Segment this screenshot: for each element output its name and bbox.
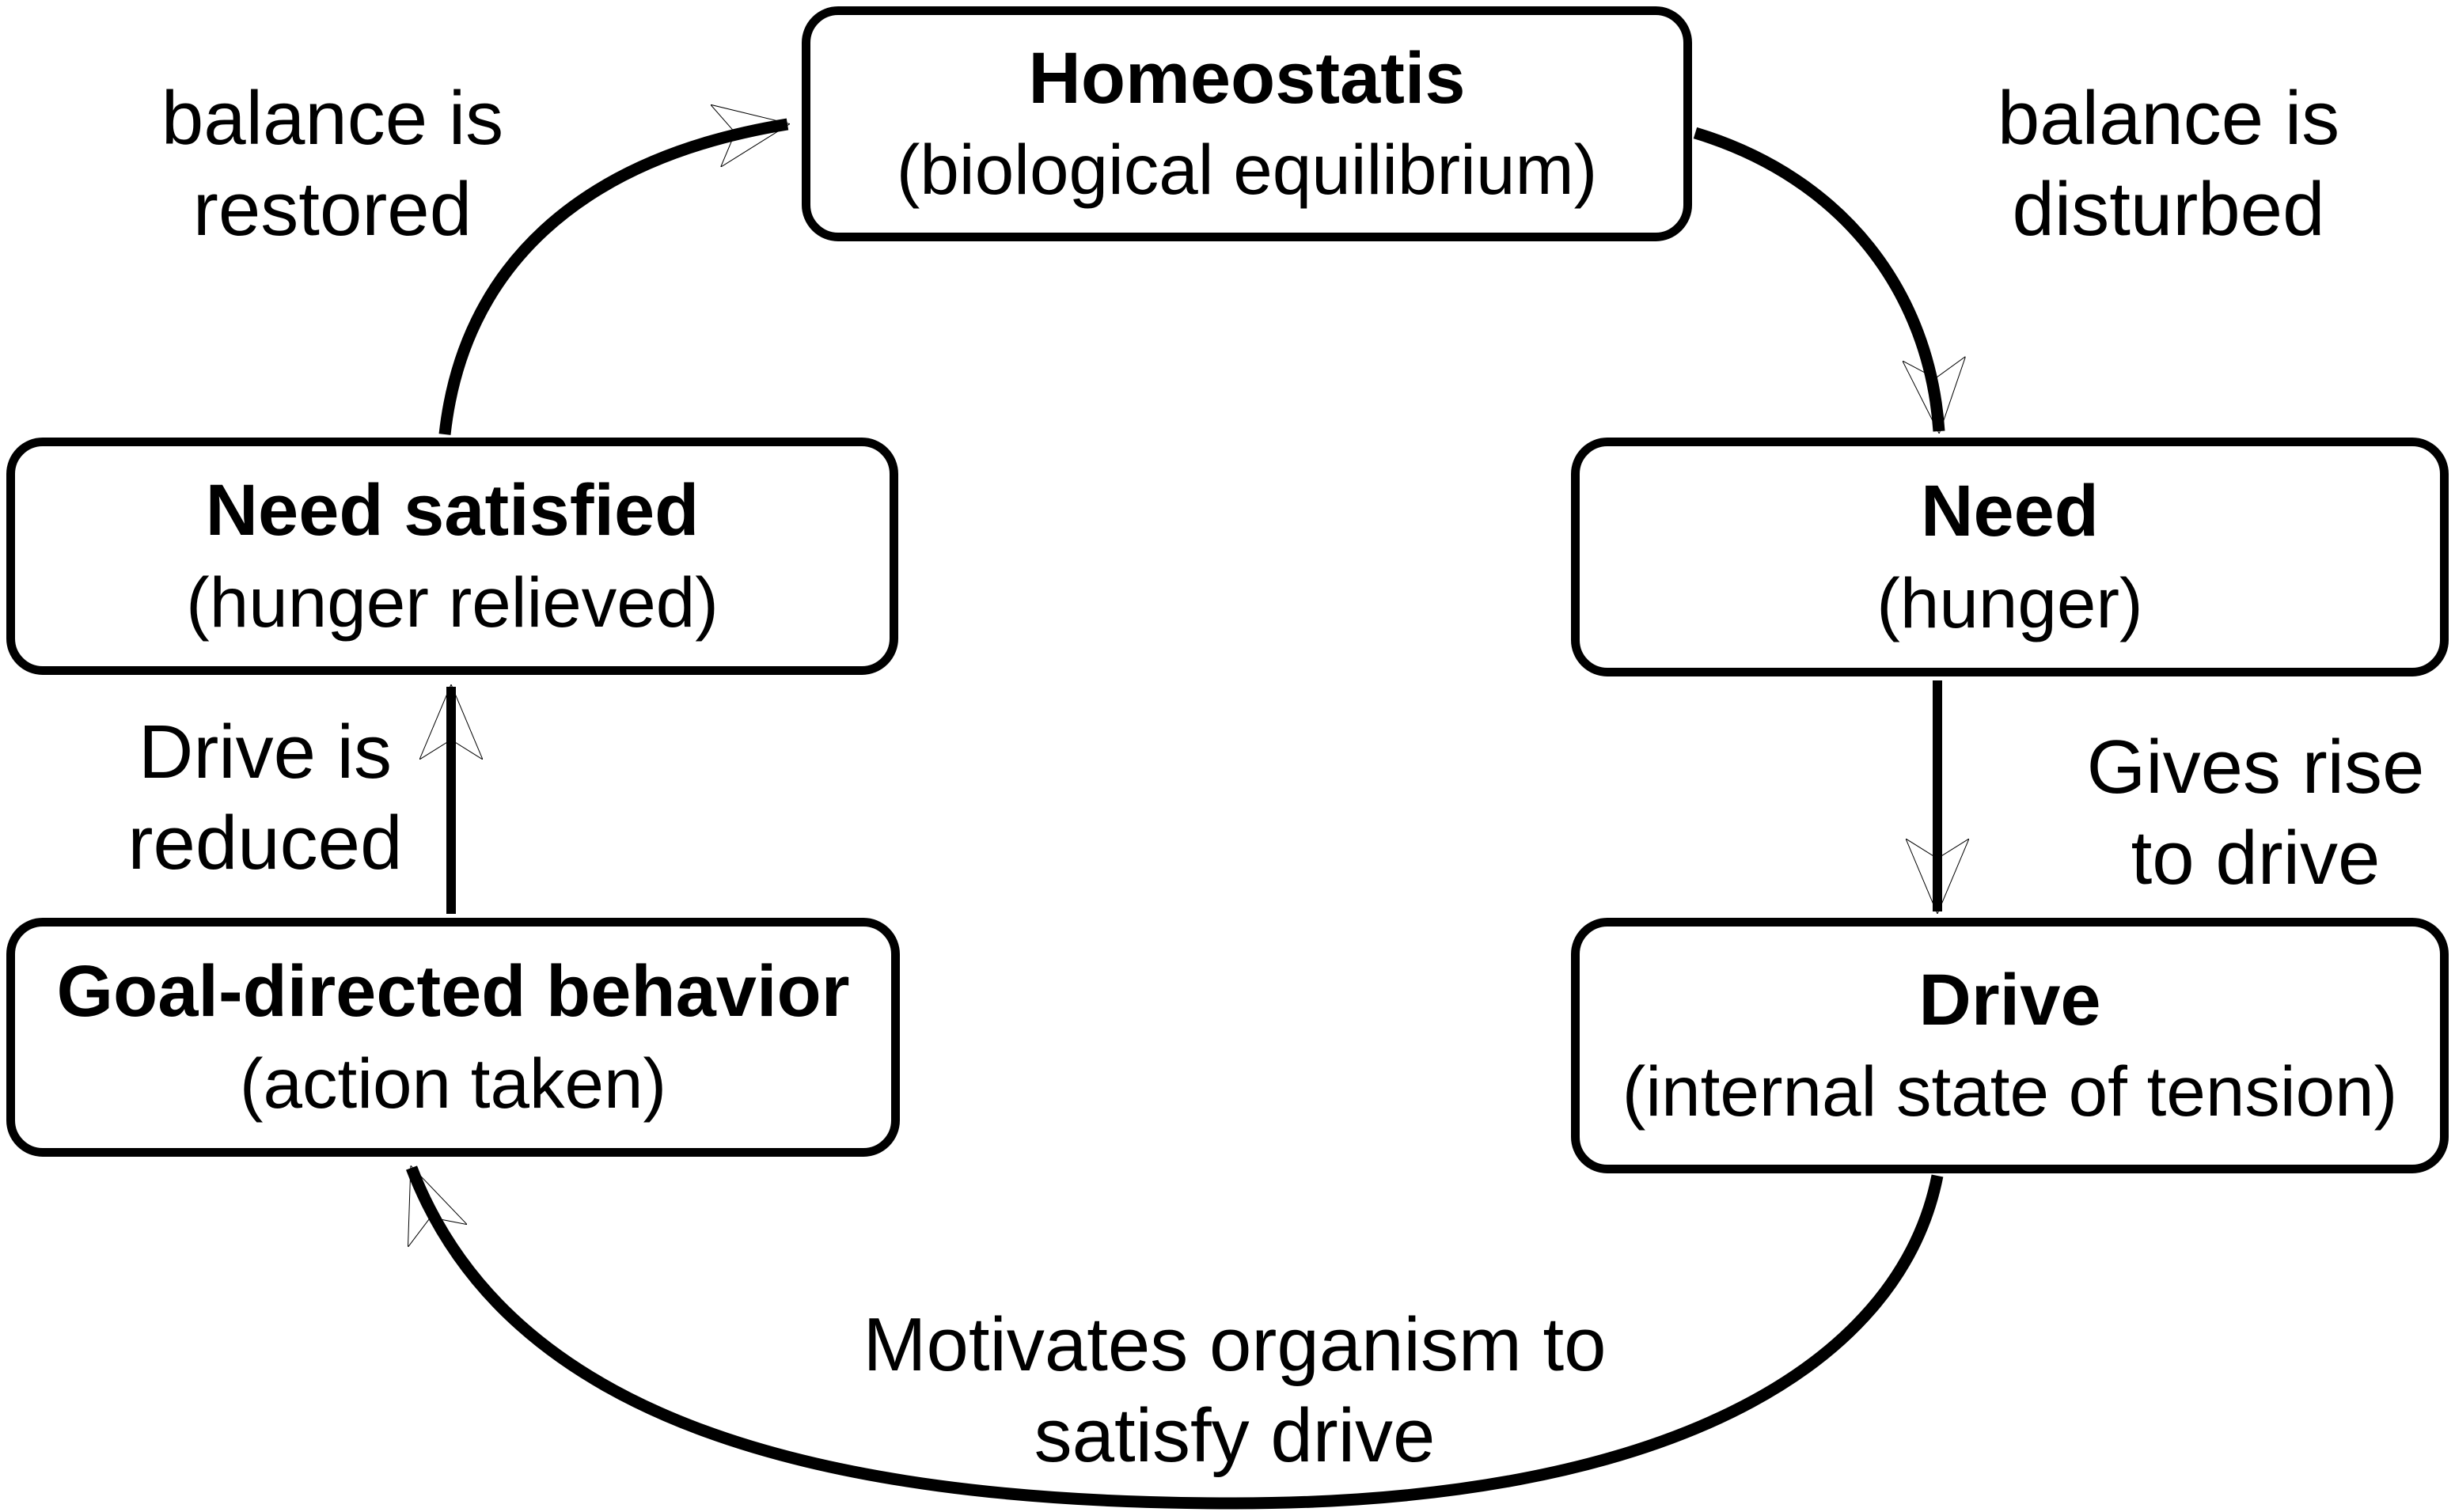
node-goal-directed-behavior-subtitle: (action taken) bbox=[239, 1043, 667, 1123]
node-goal-directed-behavior-title: Goal-directed behavior bbox=[56, 951, 850, 1033]
node-drive-title: Drive bbox=[1918, 959, 2101, 1040]
arrow-need-satisfied-to-homeostasis bbox=[438, 124, 787, 435]
node-need-title: Need bbox=[1921, 471, 2099, 552]
node-need-satisfied-subtitle: (hunger relieved) bbox=[186, 562, 719, 642]
node-need-satisfied-title: Need satisfied bbox=[205, 470, 700, 551]
node-need-satisfied: Need satisfied (hunger relieved) bbox=[6, 438, 898, 675]
node-homeostasis-title: Homeostatis bbox=[1028, 37, 1466, 119]
node-drive-subtitle: (internal state of tension) bbox=[1622, 1052, 2398, 1131]
node-homeostasis: Homeostatis (biological equilibrium) bbox=[802, 6, 1692, 241]
node-drive: Drive (internal state of tension) bbox=[1571, 918, 2449, 1173]
arrow-drive-to-goal-directed-behavior bbox=[405, 1168, 1944, 1510]
node-need-subtitle: (hunger) bbox=[1876, 563, 2143, 642]
node-homeostasis-subtitle: (biological equilibrium) bbox=[896, 130, 1598, 210]
edge-label-drive-is-reduced: Drive is reduced bbox=[127, 710, 403, 886]
node-need: Need (hunger) bbox=[1571, 438, 2449, 676]
arrow-homeostasis-to-need bbox=[1693, 127, 1939, 431]
edge-label-balance-restored: balance is restored bbox=[161, 76, 504, 252]
node-goal-directed-behavior: Goal-directed behavior (action taken) bbox=[6, 918, 900, 1157]
edge-label-motivates-organism: Motivates organism to satisfy drive bbox=[863, 1302, 1607, 1479]
edge-label-gives-rise-to-drive: Gives rise to drive bbox=[2086, 725, 2425, 901]
edge-label-balance-disturbed: balance is disturbed bbox=[1997, 76, 2340, 252]
